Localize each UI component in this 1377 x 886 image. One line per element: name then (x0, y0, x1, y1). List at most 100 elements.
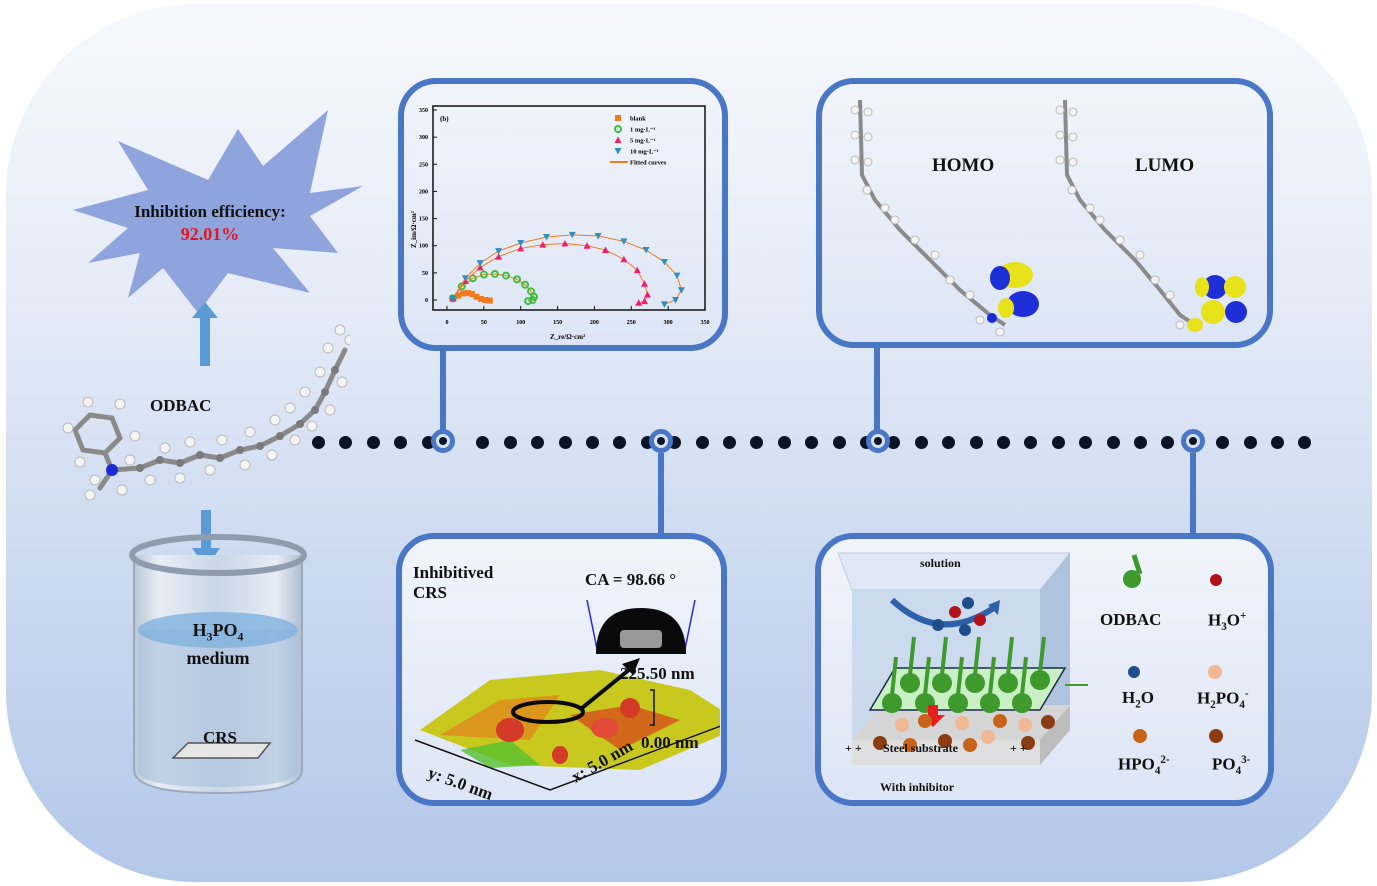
crs-plate (171, 742, 272, 759)
homo-nitrogen (987, 313, 997, 323)
data-point (641, 297, 649, 305)
timeline-dot (969, 436, 983, 449)
z-max-label: 225.50 nm (620, 664, 695, 683)
data-point (479, 270, 488, 279)
data-point (473, 293, 480, 300)
timeline-dot (1161, 436, 1175, 449)
surface-title-line1: Inhibitived (413, 563, 494, 582)
timeline-dot (558, 436, 572, 449)
legend-h2o: H2O (1122, 688, 1154, 711)
lumo-molecule (1063, 99, 1197, 327)
data-point (583, 242, 591, 249)
x-tick-label: 200 (590, 320, 599, 326)
timeline-dot (777, 436, 791, 449)
beaker-illustration (129, 534, 307, 795)
y-tick-label: 0 (425, 298, 428, 304)
legend-h3o: H3O+ (1208, 610, 1247, 634)
data-point (633, 266, 641, 274)
timeline-dot (1106, 436, 1120, 449)
legend-h2po4: H2PO4- (1197, 688, 1249, 712)
plot-frame (432, 105, 706, 311)
homo-label: HOMO (932, 155, 995, 176)
timeline-dot (394, 436, 408, 449)
y-tick-label: 200 (419, 189, 428, 195)
timeline-dot (887, 436, 901, 449)
z-min-label: 0.00 nm (641, 733, 699, 752)
timeline-node-surface (649, 429, 673, 453)
data-point (464, 289, 471, 296)
orbital-hydrogens (850, 105, 1185, 337)
x-tick-label: 100 (516, 320, 525, 326)
medium-word: medium (186, 647, 250, 668)
data-point (642, 247, 650, 254)
odbac-icon (1123, 554, 1143, 588)
molecule-label: ODBAC (150, 396, 212, 415)
timeline-dot (503, 436, 517, 449)
liquid-surface (138, 612, 298, 648)
data-point (672, 297, 680, 304)
x-tick-label: 250 (627, 320, 636, 326)
data-point (528, 296, 537, 304)
legend-entry: 5 mg·L⁻¹ (630, 138, 655, 145)
timeline-dot (339, 436, 353, 449)
efficiency-value: 92.01% (180, 224, 240, 244)
legend-hpo4: HPO42- (1118, 754, 1170, 778)
hpo4-icon (1133, 729, 1147, 743)
pointer-arrow-icon (580, 658, 640, 710)
timeline-dot (1216, 436, 1230, 449)
up-arrow-icon (192, 302, 218, 366)
data-point (449, 295, 457, 302)
data-point (476, 260, 484, 267)
data-point (620, 255, 628, 263)
legend-po4: PO43- (1212, 754, 1251, 778)
data-point (501, 271, 510, 280)
y-tick-label: 150 (419, 217, 428, 223)
timeline-dot (1134, 436, 1147, 449)
data-point (677, 287, 685, 294)
medium-label: H3PO4 medium (168, 620, 268, 668)
h3o-icon (1210, 574, 1222, 586)
y-tick-label: 350 (419, 108, 428, 114)
timeline-node-orbitals (866, 429, 890, 453)
efficiency-label: Inhibition efficiency: (134, 202, 286, 221)
legend-entry: blank (630, 116, 646, 123)
timeline-node-eis (431, 429, 455, 453)
data-point (476, 263, 484, 271)
red-down-arrow-icon (921, 705, 945, 727)
contact-angle: CA = 98.66 ° (585, 570, 677, 589)
timeline-dot (1079, 436, 1093, 449)
surface-title-line2: CRS (413, 583, 448, 602)
timeline-dot (1051, 436, 1065, 449)
timeline-dot (914, 436, 928, 449)
contact-angle-droplet (586, 599, 696, 655)
afm-axes (414, 689, 720, 791)
species-legend-icons (1123, 554, 1223, 743)
plus-left: + + (845, 741, 862, 755)
legend-odbac: ODBAC (1100, 610, 1162, 629)
data-point (601, 246, 609, 254)
legend-marker (614, 136, 622, 143)
benzene-ring (72, 412, 123, 456)
solution-label: solution (920, 556, 961, 570)
timeline-dot (723, 436, 736, 449)
data-point (660, 259, 668, 266)
eis-panel (398, 78, 728, 351)
data-point (513, 275, 522, 284)
x-tick-label: 350 (701, 320, 710, 326)
timeline-dot (586, 436, 599, 449)
timeline-dot (750, 436, 764, 449)
medium-formula: H3PO4 (192, 620, 244, 644)
y-axis-label: Z_im/Ω·cm² (410, 211, 418, 248)
timeline-dot (1024, 436, 1038, 449)
data-point (455, 292, 462, 299)
data-point (477, 295, 484, 302)
h2o-icon (1128, 666, 1140, 678)
timeline-dot (695, 436, 709, 449)
data-point (673, 272, 681, 280)
caption-label: With inhibitor (880, 780, 955, 794)
data-point (524, 297, 533, 306)
data-point (468, 274, 477, 283)
h2po4-icon (1208, 665, 1222, 679)
y-tick-label: 250 (419, 162, 428, 168)
